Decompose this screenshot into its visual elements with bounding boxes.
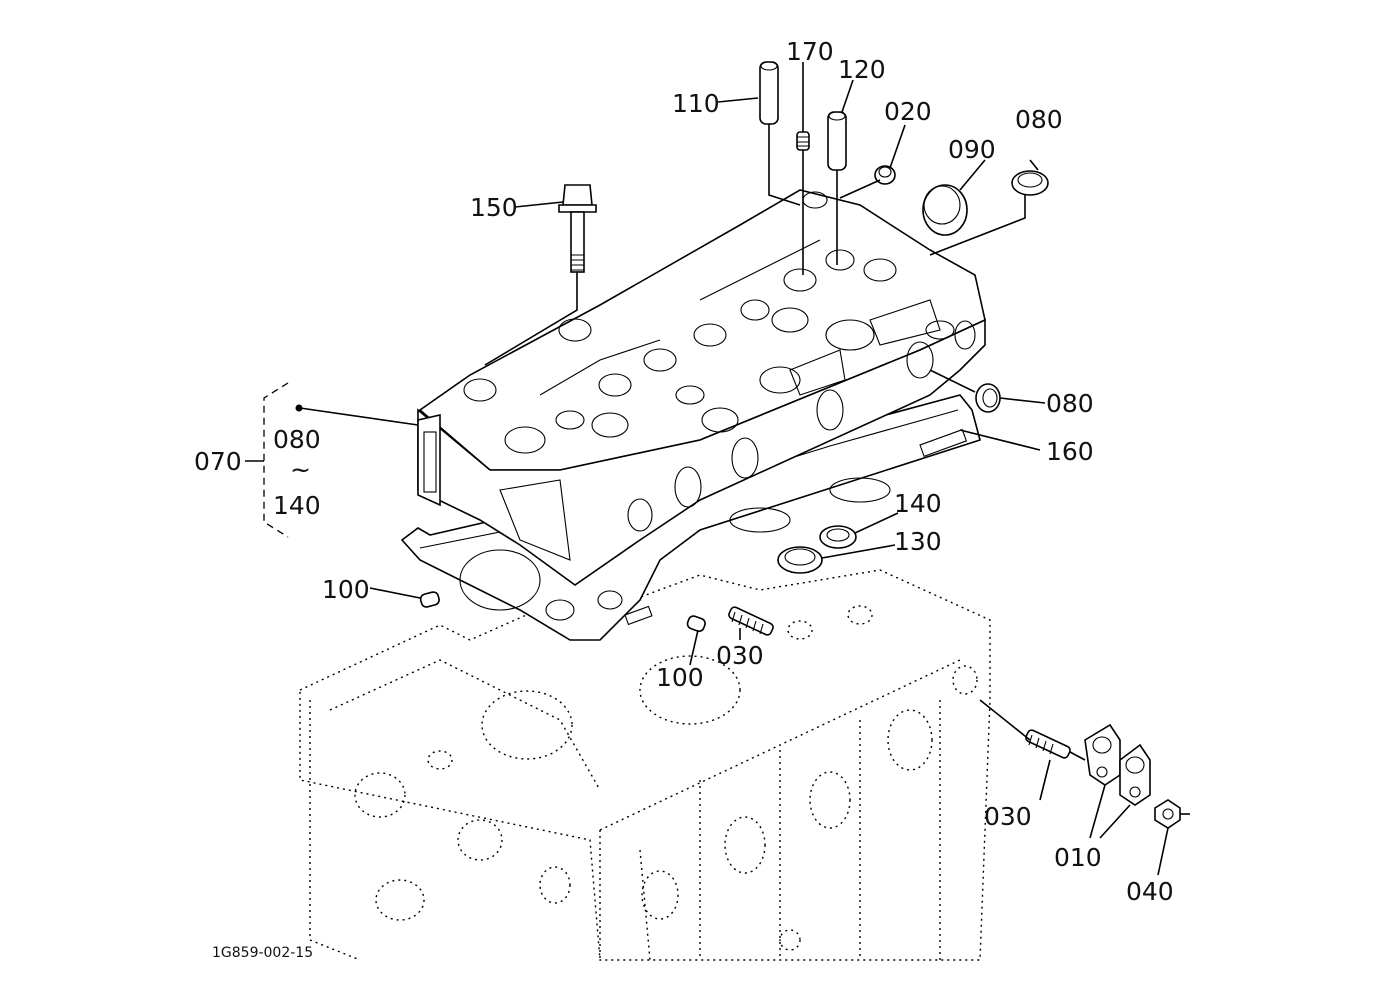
label-040: 040 — [1126, 877, 1174, 906]
label-100-mid: 100 — [656, 663, 704, 692]
label-120: 120 — [838, 55, 886, 84]
valve-guide-110 — [759, 61, 779, 125]
label-150: 150 — [470, 193, 518, 222]
label-tilde: ~ — [290, 455, 311, 484]
cap-080-top — [1011, 170, 1049, 196]
label-140: 140 — [894, 489, 942, 518]
seal-130 — [777, 546, 823, 574]
label-080-group: 080 — [273, 425, 321, 454]
cylinder-head — [417, 189, 986, 586]
plug-020 — [874, 165, 896, 185]
label-010: 010 — [1054, 843, 1102, 872]
label-110: 110 — [672, 89, 720, 118]
stud-030-right — [1025, 729, 1071, 759]
label-160: 160 — [1046, 437, 1094, 466]
seal-140 — [819, 525, 857, 549]
drawing-id: 1G859-002-15 — [212, 945, 313, 961]
label-130: 130 — [894, 527, 942, 556]
label-020: 020 — [884, 97, 932, 126]
label-030-mid: 030 — [716, 641, 764, 670]
nut-040 — [1154, 799, 1181, 829]
stud-030-mid — [728, 606, 774, 636]
label-090: 090 — [948, 135, 996, 164]
hook-010 — [1084, 723, 1151, 806]
label-140-group: 140 — [273, 491, 321, 520]
valve-guide-120 — [827, 111, 847, 171]
leader-lines — [245, 62, 1190, 876]
label-080-top: 080 — [1015, 105, 1063, 134]
cylinder-block — [299, 569, 991, 961]
label-100-left: 100 — [322, 575, 370, 604]
part-labels: 170 120 110 020 090 080 150 080 160 070 … — [194, 37, 1174, 961]
dowel-100-left — [419, 591, 440, 608]
label-170: 170 — [786, 37, 834, 66]
head-bolt-150 — [558, 184, 597, 273]
label-030-right: 030 — [984, 802, 1032, 831]
cap-080-right — [975, 383, 1001, 413]
cap-090 — [922, 184, 968, 236]
dowel-100-mid — [686, 615, 706, 633]
label-080-right: 080 — [1046, 389, 1094, 418]
plug-170 — [796, 131, 810, 151]
label-070: 070 — [194, 447, 242, 476]
